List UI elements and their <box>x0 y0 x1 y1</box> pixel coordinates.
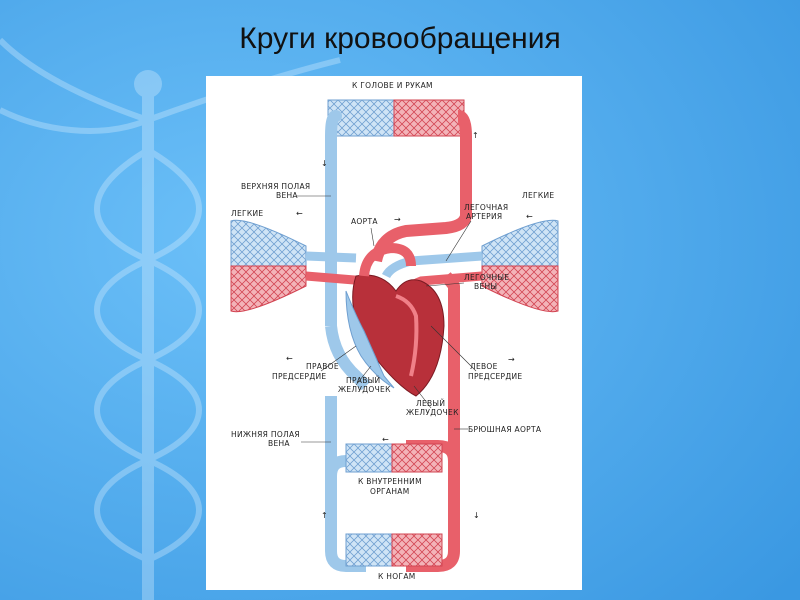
label-abdominal-aorta: БРЮШНАЯ АОРТА <box>468 425 542 434</box>
left-lung <box>230 219 307 313</box>
label-pulm-veins-1: ЛЕГОЧНЫЕ <box>464 273 509 282</box>
label-svc-1: ВЕРХНЯЯ ПОЛАЯ <box>241 182 310 191</box>
svg-text:↓: ↓ <box>473 511 480 520</box>
circulation-diagram: ↓ ↑ ← → ← ← → ← ↑ ↓ . К ГОЛОВЕ И РУКАМ В… <box>206 76 582 590</box>
svg-text:↑: ↑ <box>472 131 479 140</box>
svg-text:→: → <box>508 355 515 364</box>
legs-capillaries <box>345 533 443 567</box>
svg-text:↑: ↑ <box>321 511 328 520</box>
label-svc-2: ВЕНА <box>276 191 298 200</box>
label-ivc-2: ВЕНА <box>268 439 290 448</box>
label-pulm-artery-2: АРТЕРИЯ <box>466 212 502 221</box>
leader-lines <box>296 195 477 443</box>
label-to-head: К ГОЛОВЕ И РУКАМ <box>352 81 433 90</box>
diagram-labels: К ГОЛОВЕ И РУКАМ ВЕРХНЯЯ ПОЛАЯ ВЕНА ЛЕГК… <box>231 81 554 581</box>
label-left-atrium-2: ПРЕДСЕРДИЕ <box>468 372 522 381</box>
heart <box>345 242 445 397</box>
caduceus-icon <box>0 37 341 600</box>
label-left-atrium-1: ЛЕВОЕ <box>470 362 498 371</box>
svg-text:←: ← <box>526 212 533 221</box>
right-lung <box>481 219 559 313</box>
flow-arrows: ↓ ↑ ← → ← ← → ← ↑ ↓ . <box>286 131 533 520</box>
head-arms-capillaries <box>327 99 465 137</box>
label-to-organs-2: ОРГАНАМ <box>370 487 409 496</box>
label-pulm-veins-2: ВЕНЫ <box>474 282 497 291</box>
label-right-atrium-2: ПРЕДСЕРДИЕ <box>272 372 326 381</box>
svg-text:←: ← <box>286 354 293 363</box>
slide-title: Круги кровообращения <box>239 22 561 55</box>
label-right-atrium-1: ПРАВОЕ <box>306 362 339 371</box>
label-left-ventricle-1: ЛЕВЫЙ <box>416 399 445 408</box>
svg-text:↓: ↓ <box>321 159 328 168</box>
svg-text:→: → <box>394 215 401 224</box>
label-to-organs-1: К ВНУТРЕННИМ <box>358 477 422 486</box>
organs-capillaries <box>345 443 443 473</box>
label-right-ventricle-2: ЖЕЛУДОЧЕК <box>338 385 391 394</box>
label-aorta: АОРТА <box>351 217 378 226</box>
label-to-legs: К НОГАМ <box>378 572 416 581</box>
svg-text:←: ← <box>296 209 303 218</box>
label-lungs-left: ЛЕГКИЕ <box>231 209 263 218</box>
label-lungs-right: ЛЕГКИЕ <box>522 191 554 200</box>
label-right-ventricle-1: ПРАВЫЙ <box>346 376 380 385</box>
svg-text:←: ← <box>382 435 389 444</box>
label-pulm-artery-1: ЛЕГОЧНАЯ <box>464 203 508 212</box>
label-left-ventricle-2: ЖЕЛУДОЧЕК <box>406 408 459 417</box>
label-ivc-1: НИЖНЯЯ ПОЛАЯ <box>231 430 300 439</box>
